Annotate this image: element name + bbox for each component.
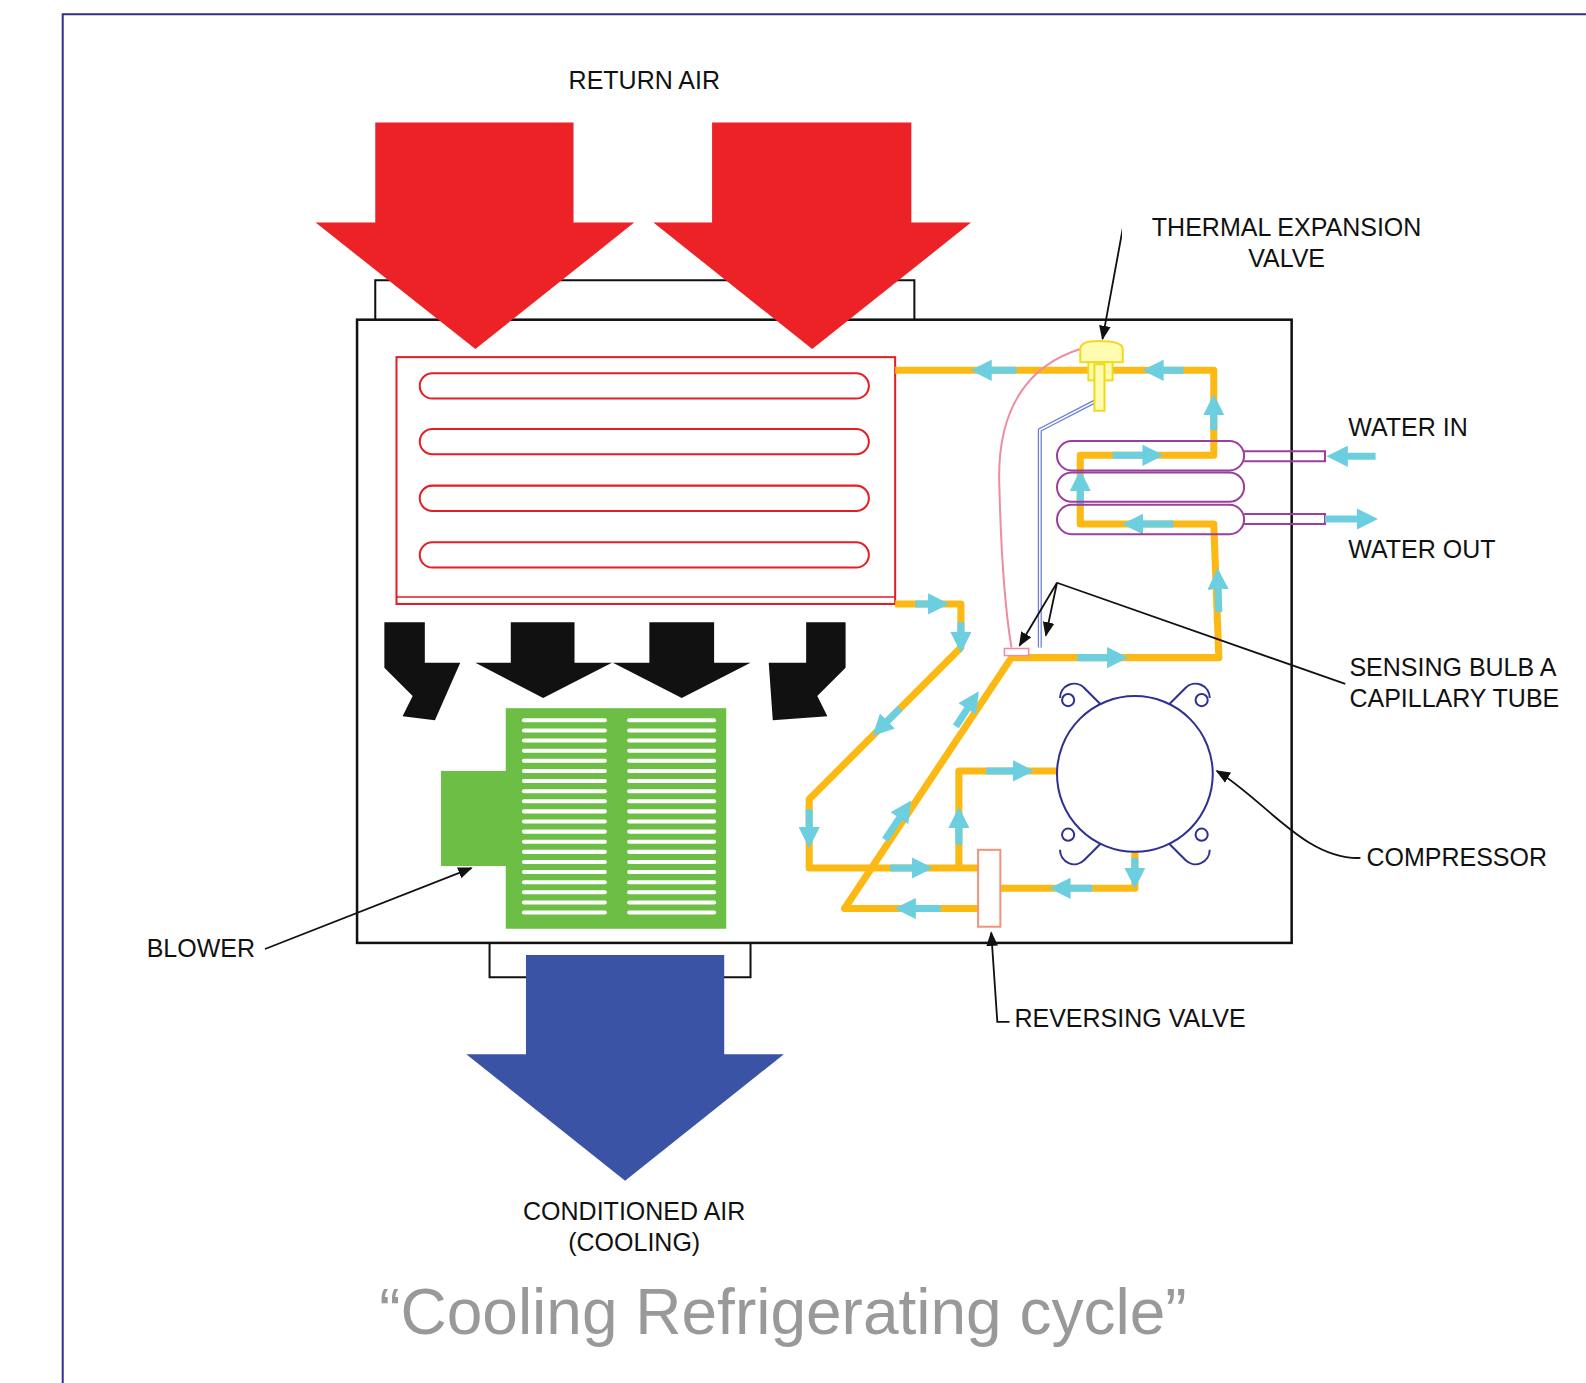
blower-fin: [524, 860, 605, 864]
blower-fin: [629, 799, 714, 803]
water-label: WATER IN: [1345, 412, 1470, 443]
blower-fin: [524, 809, 605, 813]
blower-fin: [629, 749, 714, 753]
blower-fin: [524, 749, 605, 753]
blower-fin: [524, 718, 605, 722]
blower-fin: [629, 911, 714, 915]
blower-fin: [629, 840, 714, 844]
blower-fin: [524, 819, 605, 823]
blower-fin: [524, 890, 605, 894]
blower-fin: [629, 789, 714, 793]
blower-fin: [629, 739, 714, 743]
part-label: SENSING BULB A CAPILLARY TUBE: [1346, 652, 1580, 714]
blower-fin: [629, 880, 714, 884]
part-label: BLOWER: [144, 933, 258, 964]
blower-fin: [629, 769, 714, 773]
blower-fin: [524, 900, 605, 904]
blower-fin: [524, 779, 605, 783]
blower-fin: [524, 850, 605, 854]
air-label: CONDITIONED AIR (COOLING): [490, 1196, 779, 1258]
blower-fin: [524, 911, 605, 915]
part-label: COMPRESSOR: [1363, 842, 1550, 873]
blower-fin: [629, 890, 714, 894]
blower-fin: [629, 759, 714, 763]
caption: “Cooling Refrigerating cycle”: [376, 1276, 1189, 1348]
blower-fin: [524, 799, 605, 803]
blower-fin: [629, 860, 714, 864]
blower-fin: [629, 728, 714, 732]
blower-fin: [524, 880, 605, 884]
blower-fin: [524, 759, 605, 763]
blower-fin: [524, 870, 605, 874]
blower-fin: [629, 718, 714, 722]
blower-fin: [629, 850, 714, 854]
blower-fin: [629, 830, 714, 834]
blower-fin: [629, 809, 714, 813]
blower-fin: [524, 739, 605, 743]
blower-fin: [524, 769, 605, 773]
blower-fin: [629, 870, 714, 874]
blower-fin: [629, 819, 714, 823]
blower-fin: [629, 900, 714, 904]
blower-fin: [524, 830, 605, 834]
water-label: WATER OUT: [1345, 534, 1498, 565]
part-label: THERMAL EXPANSION VALVE: [1122, 212, 1452, 274]
blower-fin: [629, 779, 714, 783]
blower-fin: [524, 728, 605, 732]
blower-fin: [524, 789, 605, 793]
part-label: REVERSING VALVE: [1011, 1003, 1248, 1034]
blower-fin: [524, 840, 605, 844]
air-label: RETURN AIR: [566, 65, 723, 96]
